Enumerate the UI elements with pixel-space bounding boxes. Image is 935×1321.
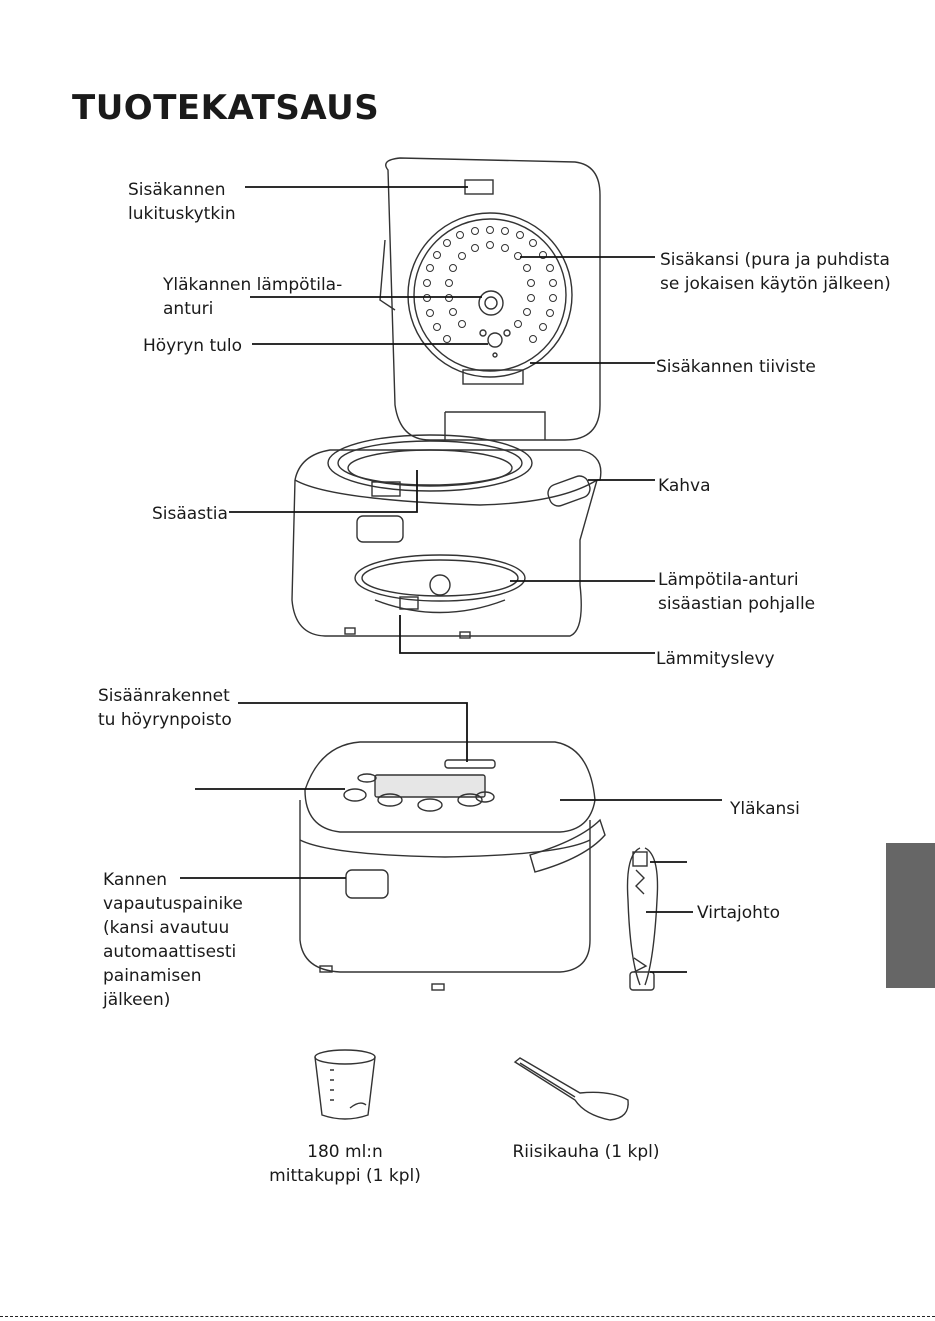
measuring-cup-illustration: [314, 1049, 376, 1120]
page-title: TUOTEKATSAUS: [72, 88, 380, 128]
open-lid-illustration: [379, 157, 601, 441]
rice-spoon-illustration: [513, 1057, 629, 1121]
label-steam-vent: Sisäänrakennet tu höyrynpoisto: [98, 686, 232, 730]
label-lid-temp-sensor: Yläkannen lämpötila- anturi: [163, 275, 343, 319]
label-lock-switch: Sisäkannen lukituskytkin: [128, 180, 236, 224]
label-bottom-temp-sensor: Lämpötila-anturi sisäastian pohjalle: [658, 570, 816, 614]
label-release-button: Kannen vapautuspainike (kansi avautuu au…: [103, 870, 243, 1010]
label-top-lid: Yläkansi: [730, 799, 800, 819]
steam-holes: [423, 226, 557, 343]
label-inner-pot: Sisäastia: [152, 504, 228, 524]
label-inner-lid-seal: Sisäkannen tiiviste: [656, 357, 816, 377]
label-inner-lid: Sisäkansi (pura ja puhdista se jokaisen …: [660, 250, 891, 294]
label-handle: Kahva: [658, 476, 711, 496]
open-body-illustration: [291, 434, 602, 639]
caption-rice-spoon: Riisikauha (1 kpl): [512, 1142, 660, 1162]
power-cord-illustration: [626, 847, 659, 991]
leader-lines: [180, 186, 722, 973]
label-steam-inlet: Höyryn tulo: [143, 336, 243, 356]
page-cut-line: [0, 1316, 935, 1317]
label-power-cord: Virtajohto: [697, 903, 781, 923]
closed-cooker-illustration: [299, 741, 606, 991]
label-heating-plate: Lämmityslevy: [656, 649, 775, 669]
caption-measuring-cup: 180 ml:n mittakuppi (1 kpl): [269, 1142, 421, 1186]
side-tab-marker: [886, 843, 935, 988]
